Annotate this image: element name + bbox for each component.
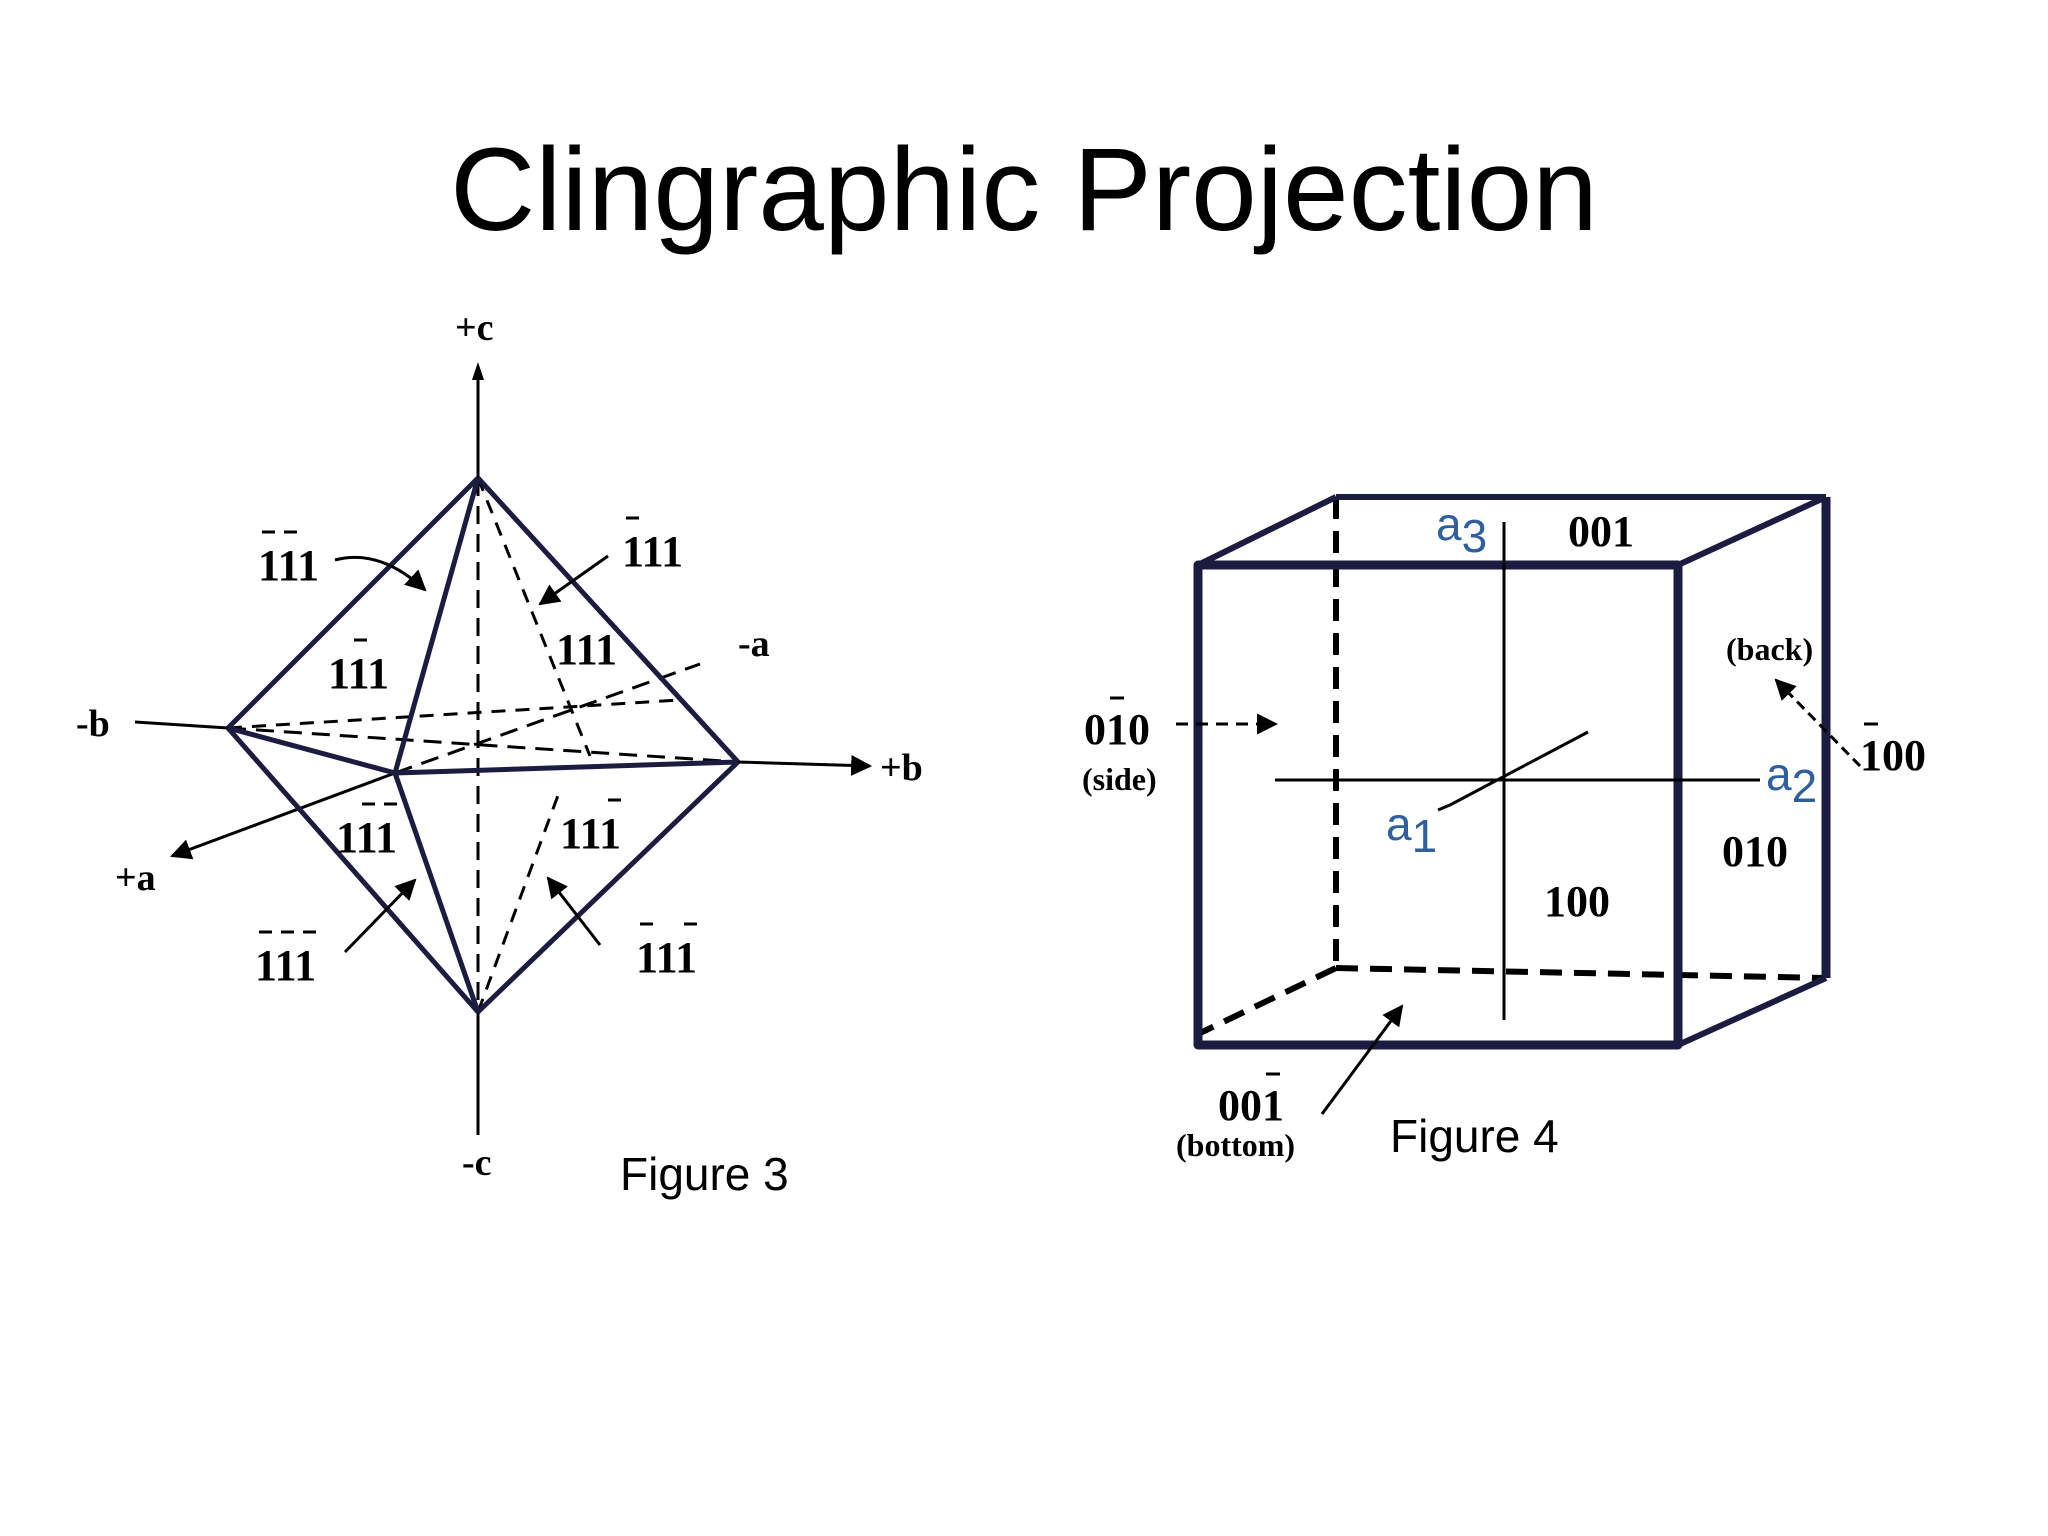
pointer-lower-left <box>343 878 417 954</box>
axis-label-a1: a1 <box>1386 798 1437 862</box>
edge-bottom-right <box>476 760 740 1014</box>
axis-label-minus-b: -b <box>76 703 110 745</box>
axis-label-a2: a2 <box>1766 748 1817 812</box>
pointer-bottom <box>1320 1004 1404 1115</box>
hidden-edge-depth-bottom <box>1196 965 1338 1037</box>
face-label-side: 010 <box>1084 705 1150 754</box>
edge-bottom-left <box>226 726 480 1014</box>
axis-label-minus-c: -c <box>462 1142 492 1184</box>
b-axis-left <box>134 720 229 730</box>
face-label-upper-left-out: 111 <box>258 541 319 590</box>
axis-label-plus-a: +a <box>115 857 156 899</box>
edge-top-right <box>476 476 740 764</box>
edge-equator-left <box>227 725 396 776</box>
hidden-edge-bottom-back <box>476 789 562 1013</box>
axis-label-plus-b: +b <box>880 747 923 789</box>
c-axis-arrow <box>472 362 484 380</box>
face-label-lower-right-out: 111 <box>636 933 697 982</box>
axis-label-minus-a: -a <box>738 623 770 665</box>
figure3-caption: Figure 3 <box>620 1148 789 1200</box>
b-axis-right <box>737 754 873 776</box>
face-label-bottom-note: (bottom) <box>1176 1127 1295 1163</box>
axis-a1-tail <box>1437 803 1451 812</box>
hidden-edge-top-back <box>476 477 592 757</box>
edge-bottom-front <box>392 772 481 1013</box>
cube-edge-top-right <box>1676 494 1828 568</box>
a-axis-front <box>170 771 396 860</box>
pointer-upper-right <box>538 554 609 606</box>
axis-a1 <box>1449 730 1589 807</box>
face-label-back-note: (back) <box>1726 631 1813 667</box>
edge-equator-right <box>394 759 739 776</box>
edge-top-left <box>226 476 480 730</box>
edge-top-front <box>392 477 481 774</box>
face-label-top: 001 <box>1568 507 1634 556</box>
face-label-upper-right-in: 111 <box>556 625 617 674</box>
figure3-octahedron: +c -c -b +b -a +a 111 111 111 111 111 11… <box>76 307 923 1200</box>
face-label-bottom: 001 <box>1218 1081 1284 1130</box>
pointer-upper-left <box>334 555 427 592</box>
hidden-edge-equator-back <box>227 698 681 730</box>
face-label-front: 100 <box>1544 877 1610 926</box>
face-label-lower-left-in: 111 <box>336 813 397 862</box>
figure4-cube: 001 010 (side) (back) 100 010 100 001 (b… <box>1082 494 1926 1163</box>
axis-label-plus-c: +c <box>455 307 494 349</box>
face-label-upper-left-in: 111 <box>328 649 389 698</box>
pointer-back <box>1774 678 1862 768</box>
cube-front-face <box>1193 560 1683 1050</box>
face-label-right: 010 <box>1722 827 1788 876</box>
face-label-lower-left-out: 111 <box>255 941 316 990</box>
hidden-edge-back-bottom <box>1335 965 1827 981</box>
face-label-lower-right-in: 111 <box>560 809 621 858</box>
face-label-side-note: (side) <box>1082 761 1157 797</box>
cube-edge-top-left <box>1196 494 1338 568</box>
a-axis-hidden <box>394 662 701 775</box>
pointer-lower-right <box>546 876 602 946</box>
slide-title: Clingraphic Projection <box>450 124 1598 256</box>
cube-edge-bottom-right <box>1676 975 1828 1048</box>
b-axis-hidden <box>227 726 739 764</box>
figure4-caption: Figure 4 <box>1390 1110 1559 1162</box>
face-label-upper-right-out: 111 <box>622 527 683 576</box>
axis-label-a3: a3 <box>1436 498 1487 562</box>
face-label-back: 100 <box>1860 731 1926 780</box>
